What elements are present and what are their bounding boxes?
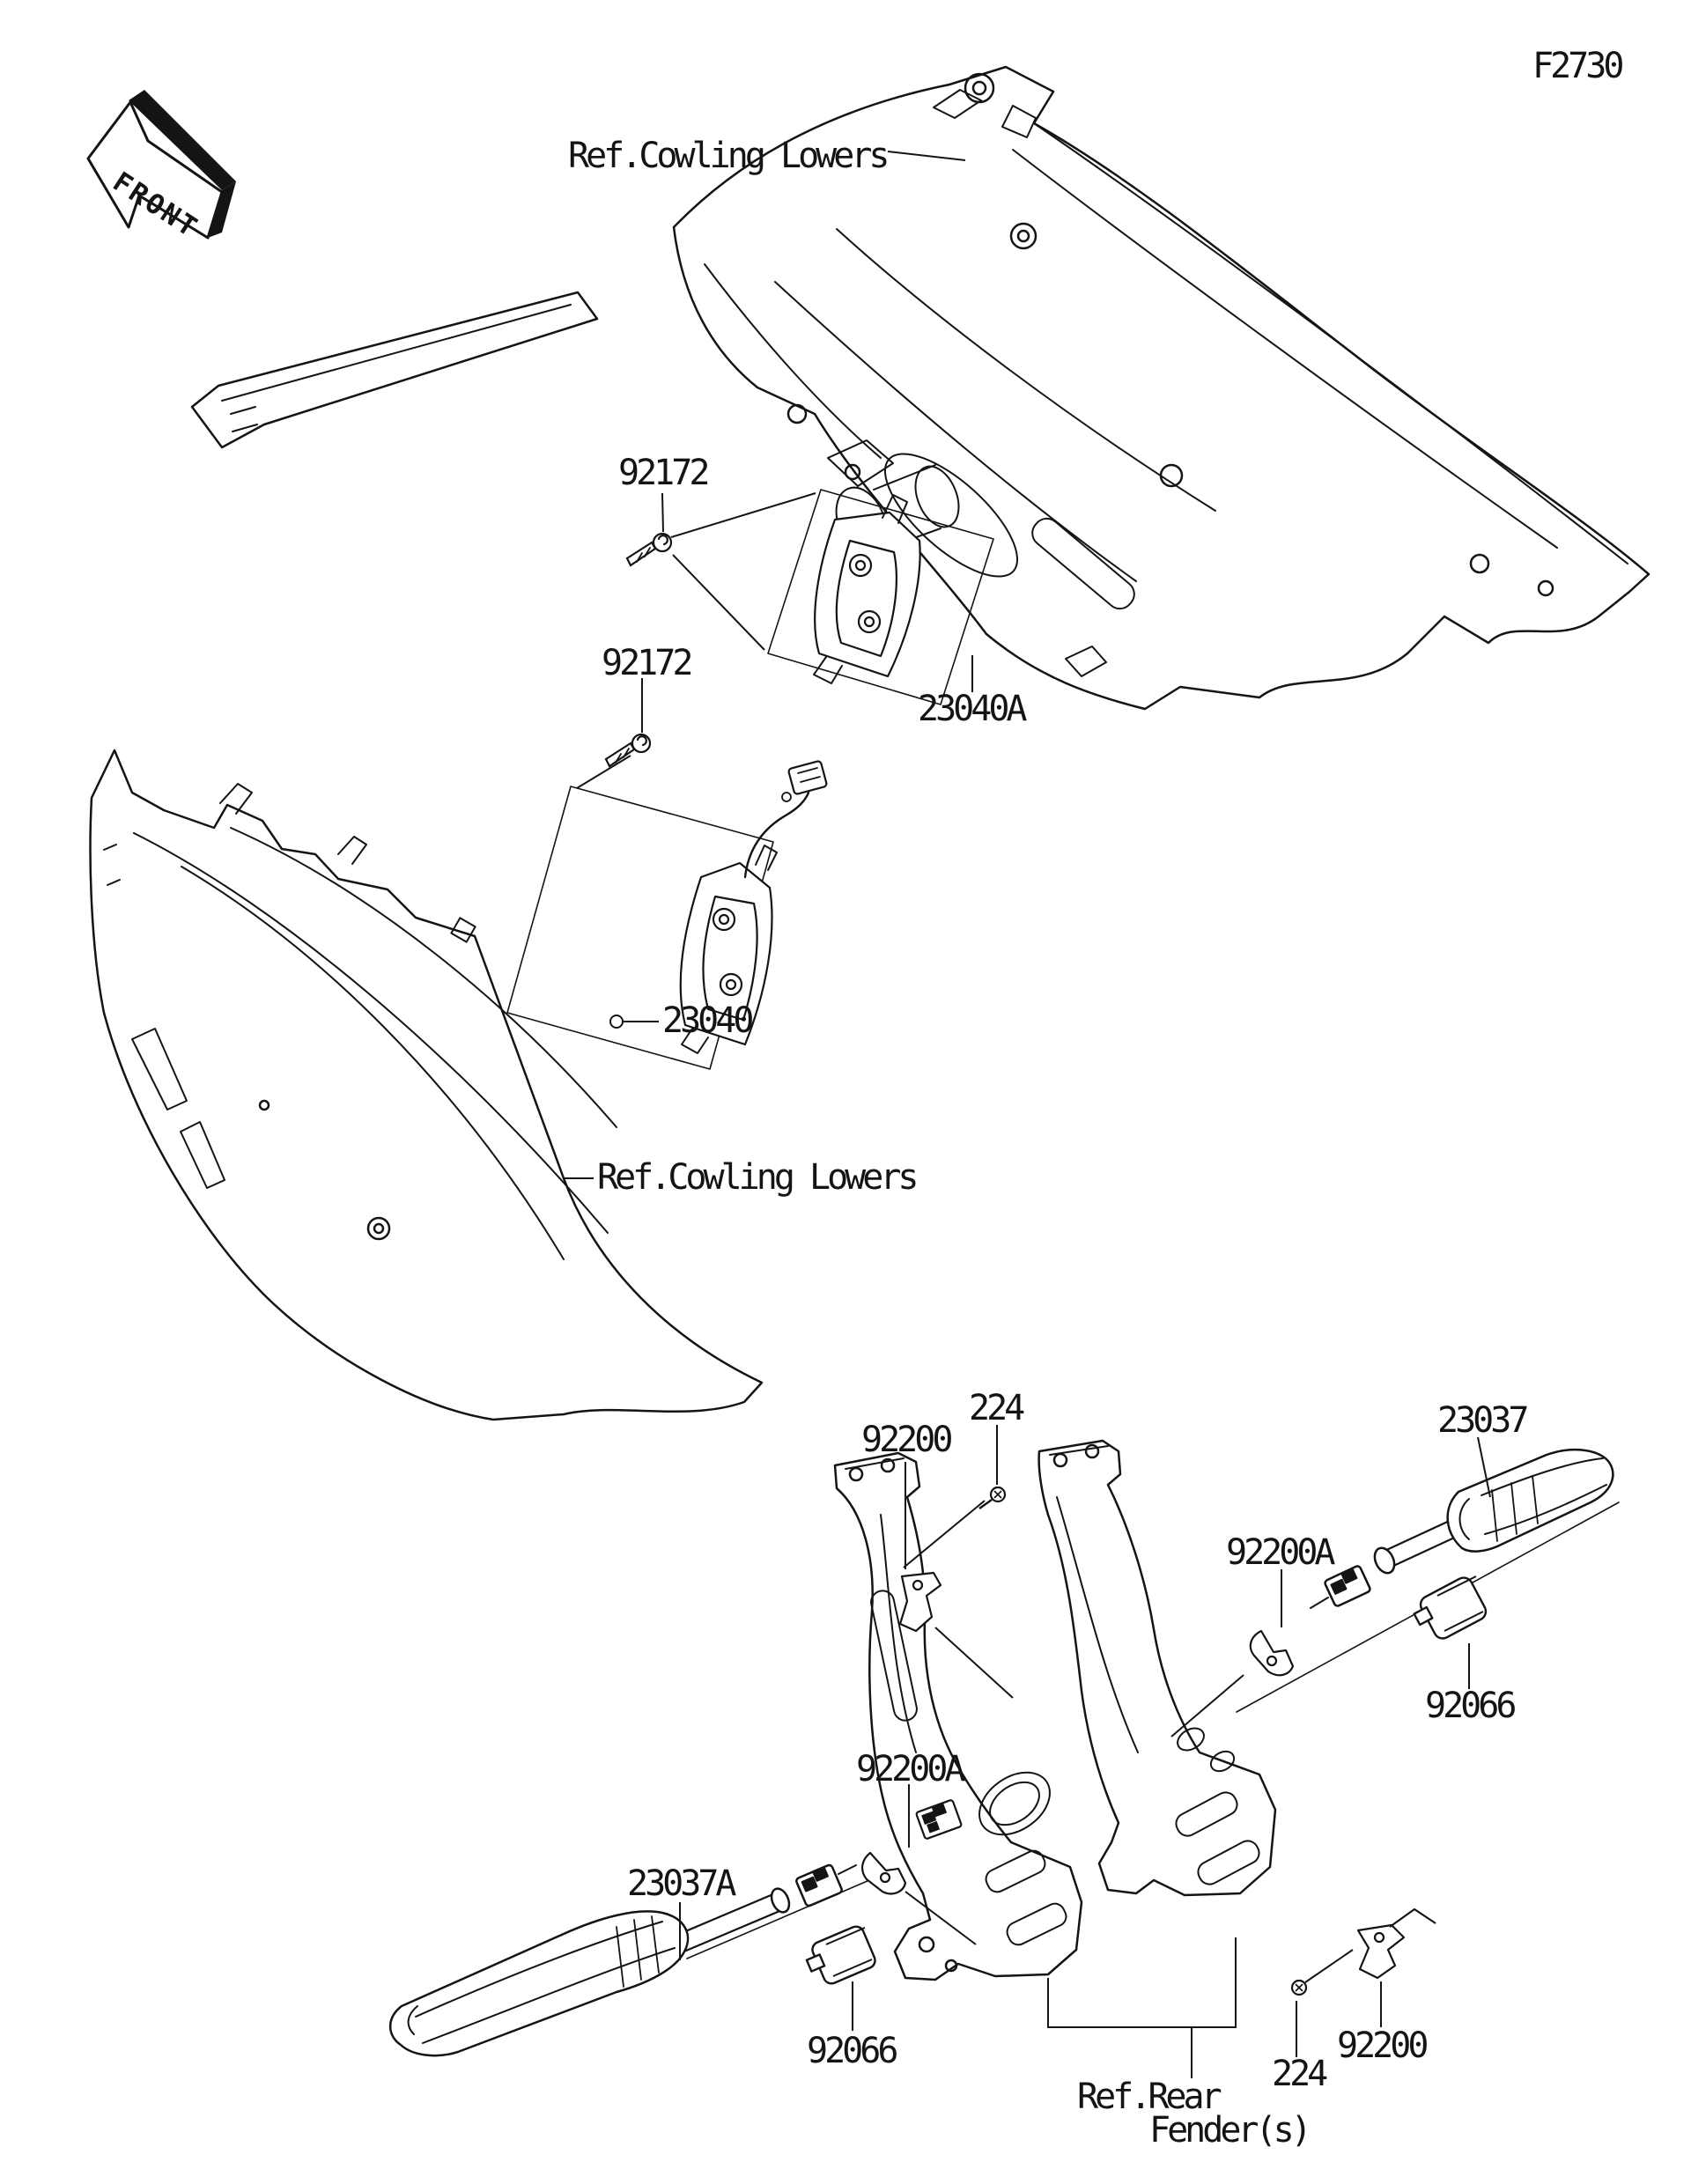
label-224-bottom: 224	[1272, 2054, 1327, 2094]
relay-cap-92066-right	[1413, 1575, 1488, 1640]
cowling-lowers-upper-assembly	[190, 65, 1650, 711]
screw-224-bottom	[1290, 1949, 1354, 1996]
label-ref-cowling-top: Ref.Cowling Lowers	[568, 136, 887, 176]
label-92200A-left: 92200A	[856, 1749, 965, 1789]
label-23037A: 23037A	[627, 1863, 736, 1904]
turn-signal-23037A	[388, 1863, 889, 2057]
label-92066-left: 92066	[807, 2031, 897, 2071]
fender-stay-left	[833, 1451, 1083, 1981]
label-ref-rear-fender-line1: Ref.Rear	[1077, 2077, 1222, 2117]
connector-block-left	[915, 1799, 963, 1840]
leader-lines-bottom	[679, 1425, 1491, 2078]
cowling-lowers-lower-assembly	[89, 749, 764, 1421]
relay-cap-92066-left	[805, 1925, 876, 1985]
label-23037: 23037	[1437, 1400, 1527, 1441]
label-ref-cowling-mid: Ref.Cowling Lowers	[597, 1157, 916, 1198]
label-92172-upper: 92172	[618, 453, 707, 493]
bracket-92200-top	[898, 1571, 942, 1633]
bracket-92200-bottom	[1356, 1907, 1436, 1980]
label-23040A: 23040A	[918, 689, 1027, 729]
label-92066-right: 92066	[1425, 1686, 1515, 1726]
screw-92172-upper	[625, 532, 673, 567]
label-23040: 23040	[662, 1000, 752, 1041]
front-arrow: FRONT	[86, 90, 236, 245]
label-92200-bottom: 92200	[1337, 2025, 1427, 2066]
leader-lines-upper	[661, 151, 973, 692]
figure-code: F2730	[1532, 46, 1622, 86]
screw-92172-lower	[604, 733, 652, 768]
bracket-92200A-right	[1249, 1629, 1295, 1677]
label-224-top: 224	[969, 1388, 1024, 1428]
leader-lines-mid	[564, 678, 659, 1179]
reflector-assembly-23040	[506, 760, 828, 1070]
label-ref-rear-fender-line2: Fender(s)	[1149, 2110, 1309, 2151]
screw-224-top	[978, 1486, 1007, 1509]
label-92200A-right: 92200A	[1226, 1532, 1335, 1573]
label-92200-top: 92200	[861, 1420, 951, 1460]
turn-signal-23037	[1236, 1448, 1620, 1713]
bracket-92200A-left	[861, 1851, 907, 1895]
reflector-assembly-23040A	[767, 489, 994, 705]
fender-stay-right	[1037, 1439, 1277, 1897]
label-92172-lower: 92172	[602, 643, 690, 683]
